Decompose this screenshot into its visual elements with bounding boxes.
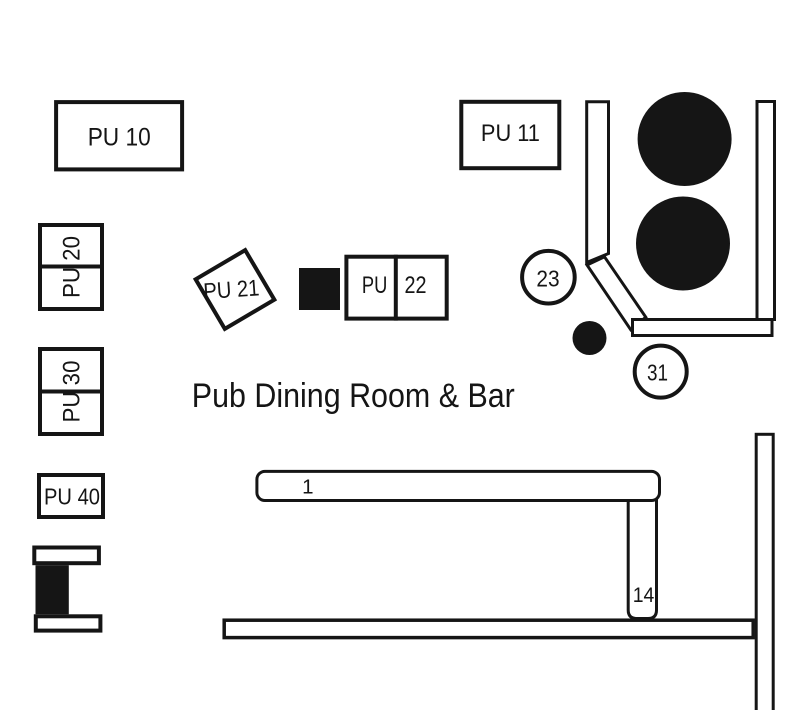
svg-text:1: 1 (302, 476, 313, 499)
svg-text:PU 11: PU 11 (481, 120, 540, 147)
svg-text:PU 40: PU 40 (44, 484, 100, 510)
svg-text:PU 30: PU 30 (59, 361, 86, 423)
svg-text:PU 10: PU 10 (88, 124, 151, 152)
svg-text:23: 23 (536, 265, 559, 291)
svg-text:22: 22 (405, 272, 427, 299)
svg-text:Pub Dining Room & Bar: Pub Dining Room & Bar (192, 377, 515, 415)
svg-text:PU: PU (362, 272, 387, 299)
svg-text:14: 14 (633, 583, 655, 607)
svg-text:31: 31 (647, 360, 668, 386)
svg-text:PU 21: PU 21 (203, 274, 261, 304)
svg-text:PU 20: PU 20 (59, 236, 86, 298)
